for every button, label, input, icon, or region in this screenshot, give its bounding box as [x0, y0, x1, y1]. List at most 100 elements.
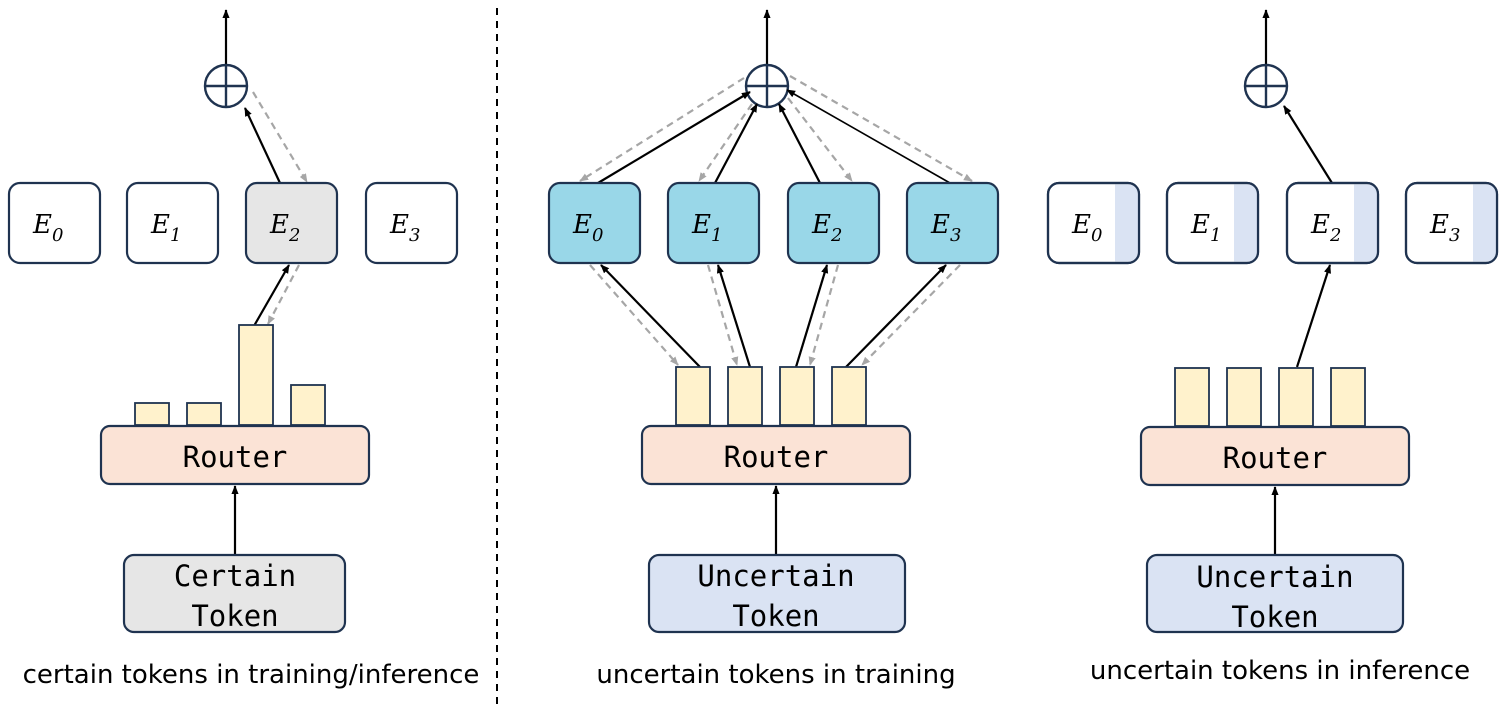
- router: Router: [1139, 425, 1411, 487]
- router-score-bar-e2: [1278, 367, 1314, 427]
- svg-text:E2: E2: [811, 210, 842, 246]
- router-score-bar-e1: [186, 402, 222, 426]
- expert-symbol: E: [811, 210, 831, 240]
- router-score-bar-e2: [779, 366, 815, 426]
- router: Router: [99, 424, 371, 486]
- expert-subscript: 3: [409, 225, 420, 246]
- expert-e2: E2: [786, 181, 881, 265]
- expert-subscript: 2: [830, 225, 842, 246]
- router-score-bar-e0: [1174, 367, 1210, 427]
- svg-text:E3: E3: [930, 210, 961, 246]
- expert-symbol: E: [1071, 210, 1091, 240]
- expert-e0: E0: [7, 181, 102, 265]
- gradient-dash-arrow: [252, 91, 308, 183]
- expert-symbol: E: [150, 210, 170, 240]
- router: Router: [640, 424, 912, 486]
- router-score-bar-e0: [675, 366, 711, 426]
- gradient-dash-arrow: [861, 264, 961, 366]
- expert-e3: E3: [364, 181, 459, 265]
- gradient-dash-arrow: [808, 264, 840, 366]
- panel-certain: E0 E1 E2 E3 Router Certain Toke: [7, 9, 480, 690]
- expert-symbol: E: [1190, 210, 1210, 240]
- router-score-bar-e3: [831, 366, 867, 426]
- router-to-expert-arrow: [1295, 264, 1332, 368]
- panel-caption: uncertain tokens in training: [596, 660, 955, 690]
- gradient-dash-arrow: [579, 77, 745, 182]
- router-to-expert-arrow: [600, 264, 701, 368]
- expert-to-sum-arrow: [244, 107, 281, 184]
- panel-caption: certain tokens in training/inference: [23, 660, 480, 690]
- expert-e3: E3: [905, 181, 1000, 265]
- token-box: Uncertain Token: [1145, 553, 1405, 634]
- router-score-bar-e3: [290, 384, 326, 426]
- expert-symbol: E: [389, 210, 409, 240]
- expert-subscript: 0: [52, 225, 63, 246]
- expert-e1: E1: [125, 181, 220, 265]
- expert-subscript: 2: [1329, 225, 1341, 246]
- svg-text:E1: E1: [150, 210, 181, 246]
- router-to-expert-arrow: [716, 264, 752, 368]
- token-box: Uncertain Token: [647, 553, 907, 634]
- expert-e0: E0: [1046, 181, 1141, 265]
- svg-text:E2: E2: [1310, 210, 1341, 246]
- expert-symbol: E: [572, 210, 592, 240]
- expert-symbol: E: [691, 210, 711, 240]
- expert-to-sum-arrow: [597, 91, 751, 184]
- expert-e1: E1: [1165, 181, 1260, 265]
- router-score-bars: [134, 324, 326, 426]
- router-to-expert-arrow: [253, 264, 290, 327]
- router-to-expert-arrow: [845, 264, 947, 368]
- router-score-bar-e1: [1226, 367, 1262, 427]
- token-line2: Token: [732, 599, 819, 633]
- sum-node: [203, 63, 249, 109]
- svg-text:E1: E1: [1190, 210, 1221, 246]
- expert-subscript: 1: [1210, 225, 1221, 246]
- expert-subscript: 3: [950, 225, 961, 246]
- router-score-bars: [1174, 367, 1366, 427]
- expert-to-sum-arrow: [1283, 105, 1333, 184]
- expert-e1: E1: [666, 181, 761, 265]
- router-label: Router: [724, 440, 829, 474]
- sum-node: [744, 63, 790, 109]
- expert-to-sum-arrow: [786, 89, 951, 184]
- sum-node: [1243, 63, 1289, 109]
- router-score-bar-e2: [238, 324, 274, 426]
- svg-text:E0: E0: [1071, 210, 1102, 246]
- token-line2: Token: [191, 599, 278, 633]
- svg-text:E1: E1: [691, 210, 722, 246]
- token-box: Certain Token: [122, 553, 347, 634]
- gradient-dash-arrow: [589, 264, 679, 366]
- token-line1: Uncertain: [697, 559, 854, 593]
- svg-text:E0: E0: [572, 210, 603, 246]
- gradient-dash-arrow: [698, 103, 753, 182]
- router-label: Router: [1223, 441, 1328, 475]
- expert-to-sum-arrow: [778, 103, 821, 184]
- token-line1: Uncertain: [1196, 560, 1353, 594]
- expert-symbol: E: [1429, 210, 1449, 240]
- expert-to-sum-arrow: [714, 103, 758, 184]
- token-line2: Token: [1231, 600, 1318, 634]
- gradient-dash-arrow: [787, 97, 853, 182]
- token-line1: Certain: [174, 559, 296, 593]
- expert-e3: E3: [1404, 181, 1499, 265]
- router-to-expert-arrow: [794, 264, 829, 368]
- expert-symbol: E: [1310, 210, 1330, 240]
- expert-e0: E0: [547, 181, 642, 265]
- panel-uncertain-inference: E0 E1 E2 E3 Router Uncert: [1046, 9, 1499, 686]
- svg-text:E0: E0: [32, 210, 63, 246]
- expert-subscript: 2: [288, 225, 300, 246]
- expert-symbol: E: [930, 210, 950, 240]
- expert-subscript: 0: [592, 225, 603, 246]
- gradient-dash-arrow: [706, 264, 739, 366]
- router-score-bar-e1: [727, 366, 763, 426]
- panel-uncertain-training: E0 E1 E2 E3 Router Unc: [547, 9, 1000, 690]
- svg-text:E2: E2: [269, 210, 300, 246]
- panel-caption: uncertain tokens in inference: [1090, 656, 1470, 686]
- expert-e2: E2: [1285, 181, 1380, 265]
- router-score-bars: [675, 366, 867, 426]
- expert-subscript: 1: [170, 225, 181, 246]
- expert-e2-selected: E2: [244, 181, 339, 265]
- gradient-dash-arrow: [789, 75, 973, 182]
- expert-symbol: E: [32, 210, 52, 240]
